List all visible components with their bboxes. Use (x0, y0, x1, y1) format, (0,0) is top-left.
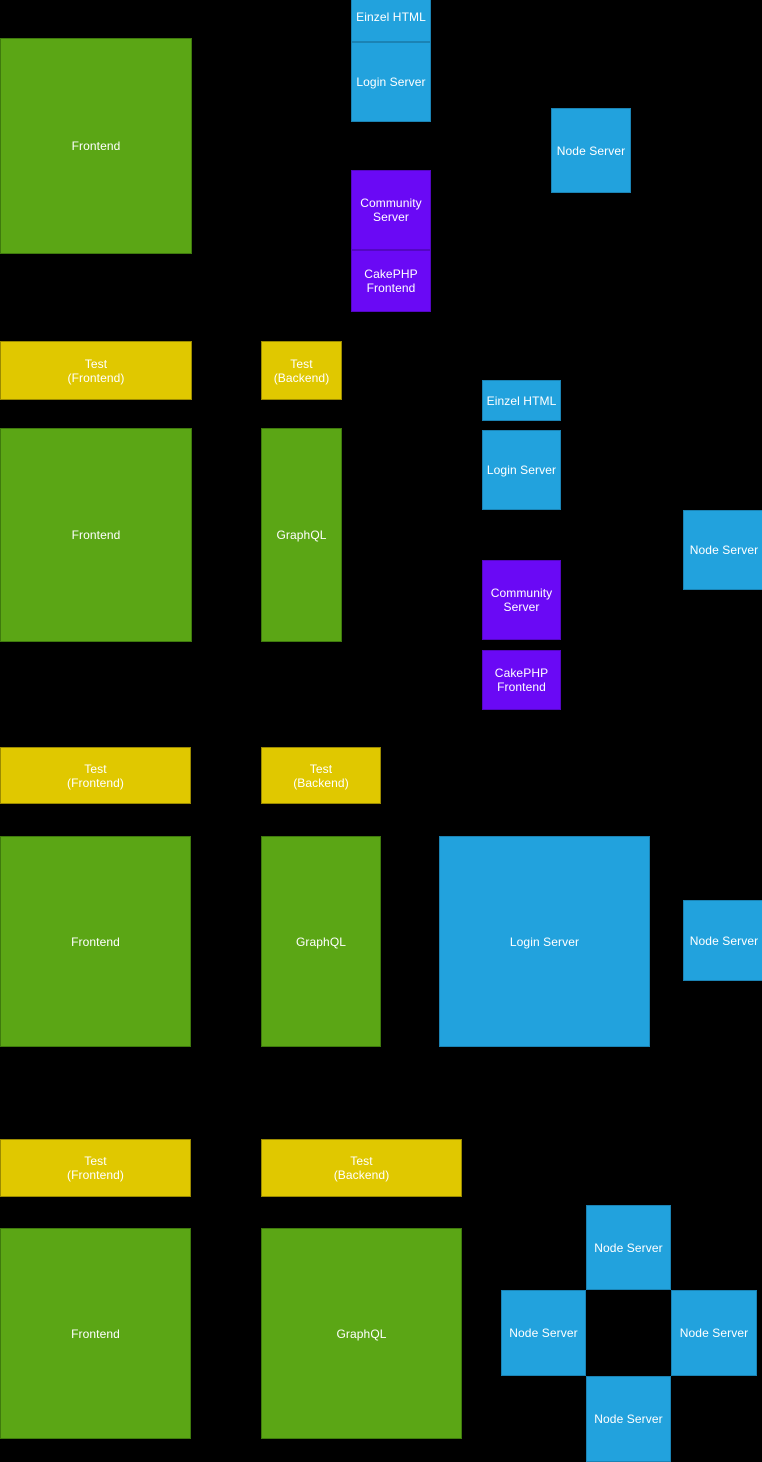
block-node-server[interactable]: Node Server (683, 900, 762, 981)
block-graphql[interactable]: GraphQL (261, 428, 342, 642)
block-empty[interactable] (586, 1290, 671, 1376)
block-community-server[interactable]: Community Server (351, 170, 431, 250)
block-test-backend[interactable]: Test (Backend) (261, 1139, 462, 1197)
block-test-backend[interactable]: Test (Backend) (261, 747, 381, 804)
block-einzel-html[interactable]: Einzel HTML (351, 0, 431, 42)
block-einzel-html[interactable]: Einzel HTML (482, 380, 561, 421)
block-frontend[interactable]: Frontend (0, 428, 192, 642)
block-login-server[interactable]: Login Server (439, 836, 650, 1047)
block-node-server[interactable]: Node Server (586, 1376, 671, 1462)
block-cakephp-frontend[interactable]: CakePHP Frontend (351, 250, 431, 312)
block-node-server[interactable]: Node Server (586, 1205, 671, 1290)
block-test-frontend[interactable]: Test (Frontend) (0, 1139, 191, 1197)
block-node-server[interactable]: Node Server (671, 1290, 757, 1376)
block-login-server[interactable]: Login Server (482, 430, 561, 510)
block-frontend[interactable]: Frontend (0, 38, 192, 254)
block-node-server[interactable]: Node Server (501, 1290, 586, 1376)
block-test-frontend[interactable]: Test (Frontend) (0, 747, 191, 804)
block-node-server[interactable]: Node Server (683, 510, 762, 590)
block-login-server[interactable]: Login Server (351, 42, 431, 122)
block-test-backend[interactable]: Test (Backend) (261, 341, 342, 400)
block-node-server[interactable]: Node Server (551, 108, 631, 193)
block-community-server[interactable]: Community Server (482, 560, 561, 640)
block-graphql[interactable]: GraphQL (261, 1228, 462, 1439)
block-graphql[interactable]: GraphQL (261, 836, 381, 1047)
block-cakephp-frontend[interactable]: CakePHP Frontend (482, 650, 561, 710)
block-frontend[interactable]: Frontend (0, 1228, 191, 1439)
block-frontend[interactable]: Frontend (0, 836, 191, 1047)
block-test-frontend[interactable]: Test (Frontend) (0, 341, 192, 400)
